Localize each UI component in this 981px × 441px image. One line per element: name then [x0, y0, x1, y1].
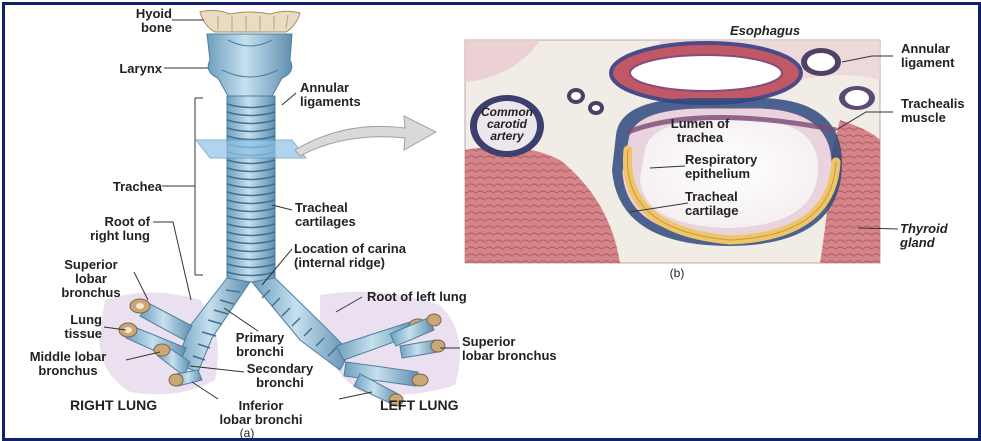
- caption-a: (a): [232, 426, 262, 440]
- label-larynx: Larynx: [92, 62, 162, 76]
- section-arrow: [295, 116, 436, 156]
- label-secondary-bronchi: Secondary bronchi: [238, 362, 322, 390]
- section-plane: [196, 140, 306, 158]
- label-annular-ligament: Annular ligament: [901, 42, 954, 70]
- label-middle-lobar-bronchus: Middle lobar bronchus: [8, 350, 128, 378]
- label-tracheal-cartilage: Tracheal cartilage: [685, 190, 738, 218]
- caption-b: (b): [662, 266, 692, 280]
- label-left-lung: LEFT LUNG: [380, 398, 459, 412]
- label-hyoid-bone: Hyoid bone: [112, 7, 172, 35]
- label-right-lung: RIGHT LUNG: [70, 398, 157, 412]
- label-tracheal-cartilages: Tracheal cartilages: [295, 201, 356, 229]
- label-root-of-right-lung: Root of right lung: [60, 215, 150, 243]
- label-esophagus: Esophagus: [730, 24, 800, 38]
- micrograph: [465, 40, 880, 263]
- label-primary-bronchi: Primary bronchi: [228, 331, 292, 359]
- label-superior-lobar-bronchus-right: Superior lobar bronchus: [46, 258, 136, 300]
- label-lung-tissue: Lung tissue: [40, 313, 102, 341]
- hyoid-bone-shape: [200, 10, 300, 32]
- label-inferior-lobar-bronchi: Inferior lobar bronchi: [206, 399, 316, 427]
- label-superior-lobar-bronchus-left: Superior lobar bronchus: [462, 335, 557, 363]
- label-trachealis-muscle: Trachealis muscle: [901, 97, 965, 125]
- label-location-of-carina: Location of carina (internal ridge): [294, 242, 406, 270]
- trachea-tube: [227, 96, 275, 282]
- label-lumen-of-trachea: Lumen of trachea: [660, 117, 740, 145]
- label-root-of-left-lung: Root of left lung: [367, 290, 467, 304]
- label-annular-ligaments: Annular ligaments: [300, 81, 361, 109]
- label-thyroid-gland: Thyroid gland: [900, 222, 948, 250]
- label-common-carotid-artery: Common carotid artery: [470, 106, 544, 142]
- label-trachea: Trachea: [92, 180, 162, 194]
- label-respiratory-epithelium: Respiratory epithelium: [685, 153, 757, 181]
- larynx-shape: [207, 34, 292, 96]
